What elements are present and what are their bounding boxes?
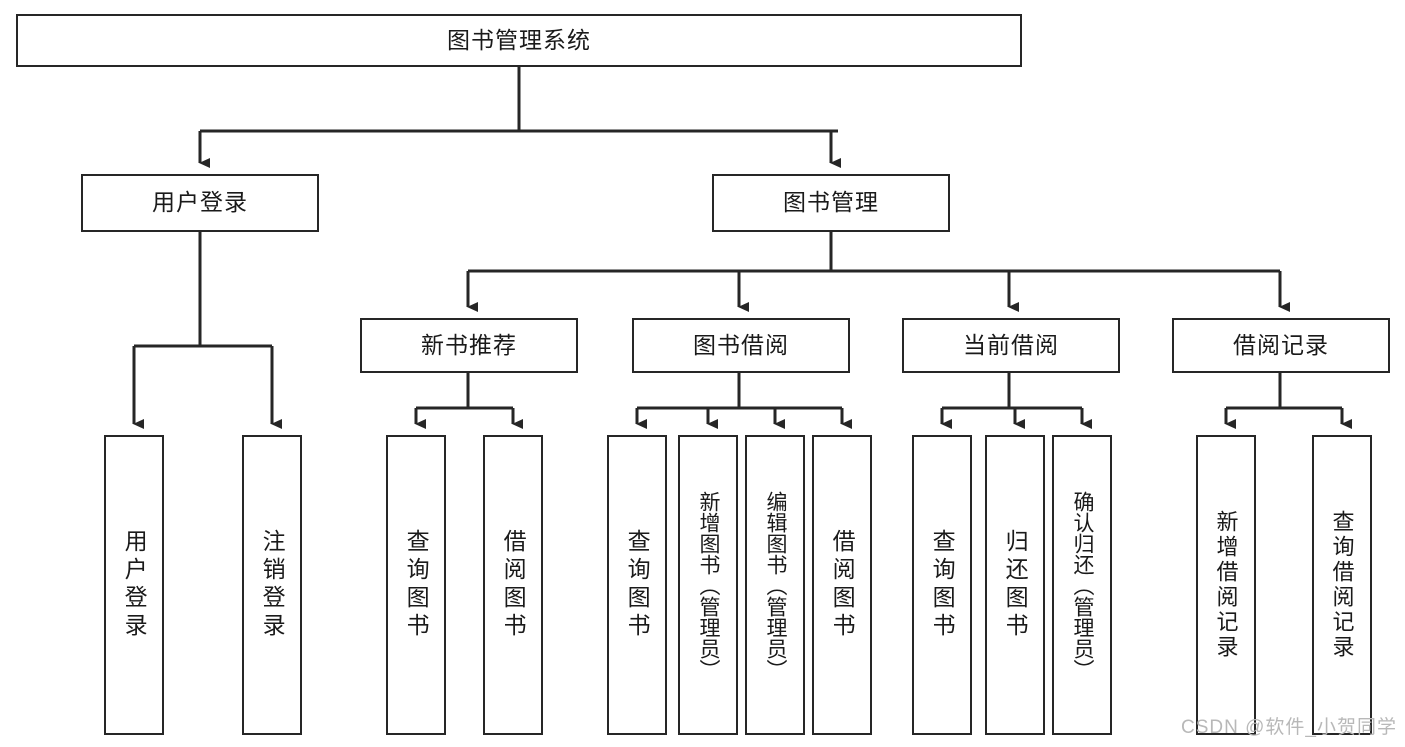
node-user-login[interactable]: 用户登录 xyxy=(81,174,319,232)
node-label: 图书管理系统 xyxy=(447,26,591,53)
node-label: 图书管理 xyxy=(783,189,879,216)
node-leaf-query-book-1[interactable]: 查询图书 xyxy=(386,435,446,735)
node-label: 新书推荐 xyxy=(421,331,517,358)
node-leaf-return-book[interactable]: 归还图书 xyxy=(985,435,1045,735)
node-label: 确认归还（管理员） xyxy=(1071,490,1095,680)
node-current-borrow[interactable]: 当前借阅 xyxy=(902,318,1120,373)
node-book-borrow[interactable]: 图书借阅 xyxy=(632,318,850,373)
node-borrow-record[interactable]: 借阅记录 xyxy=(1172,318,1390,373)
node-label: 图书借阅 xyxy=(693,331,789,358)
node-leaf-query-book-3[interactable]: 查询图书 xyxy=(912,435,972,735)
node-leaf-borrow-book-2[interactable]: 借阅图书 xyxy=(812,435,872,735)
node-leaf-user-login[interactable]: 用户登录 xyxy=(104,435,164,735)
node-new-book-recommend[interactable]: 新书推荐 xyxy=(360,318,578,373)
node-label: 查询图书 xyxy=(929,529,956,641)
node-label: 查询图书 xyxy=(403,529,430,641)
node-label: 归还图书 xyxy=(1002,529,1029,641)
node-leaf-query-book-2[interactable]: 查询图书 xyxy=(607,435,667,735)
node-label: 用户登录 xyxy=(121,529,148,641)
node-leaf-add-borrow-record[interactable]: 新增借阅记录 xyxy=(1196,435,1256,735)
node-leaf-logout[interactable]: 注销登录 xyxy=(242,435,302,735)
node-root-system[interactable]: 图书管理系统 xyxy=(16,14,1022,67)
node-label: 借阅图书 xyxy=(500,529,527,641)
node-label: 借阅记录 xyxy=(1233,331,1329,358)
node-label: 新增借阅记录 xyxy=(1213,510,1239,660)
node-label: 新增图书（管理员） xyxy=(697,490,721,680)
node-label: 查询图书 xyxy=(624,529,651,641)
node-leaf-edit-book[interactable]: 编辑图书（管理员） xyxy=(745,435,805,735)
node-leaf-confirm-return[interactable]: 确认归还（管理员） xyxy=(1052,435,1112,735)
node-label: 注销登录 xyxy=(259,529,286,641)
node-leaf-add-book[interactable]: 新增图书（管理员） xyxy=(678,435,738,735)
node-label: 当前借阅 xyxy=(963,331,1059,358)
node-book-management[interactable]: 图书管理 xyxy=(712,174,950,232)
node-label: 编辑图书（管理员） xyxy=(764,490,788,680)
watermark-text: CSDN @软件_小贺同学 xyxy=(1181,717,1397,738)
node-label: 用户登录 xyxy=(152,189,248,216)
node-label: 借阅图书 xyxy=(829,529,856,641)
node-leaf-borrow-book-1[interactable]: 借阅图书 xyxy=(483,435,543,735)
node-leaf-query-borrow-record[interactable]: 查询借阅记录 xyxy=(1312,435,1372,735)
node-label: 查询借阅记录 xyxy=(1329,510,1355,660)
